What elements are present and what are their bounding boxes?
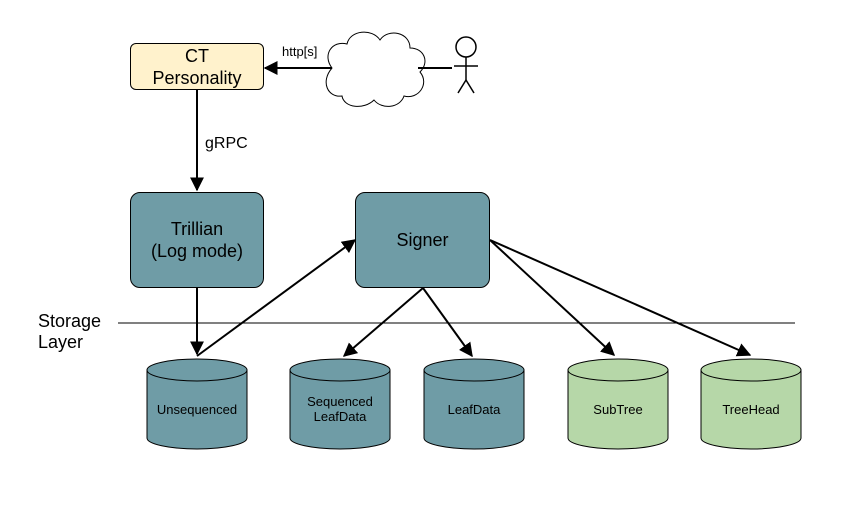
storage-item-line1: LeafData xyxy=(447,401,501,417)
signer-to-leafdata-arrow xyxy=(422,287,473,358)
storage-layer-line2: Layer xyxy=(38,332,84,352)
cloud-icon xyxy=(325,31,426,107)
storage-item-sequenced-leafdata: Sequenced LeafData xyxy=(290,384,390,434)
signer-to-subtree-arrow xyxy=(489,239,616,356)
storage-item-line2: LeafData xyxy=(313,409,367,424)
cylinder-leafdata xyxy=(423,358,525,450)
storage-item-leafdata: LeafData xyxy=(424,384,524,434)
signer-to-treehead-arrow xyxy=(489,239,752,357)
storage-layer-label: Storage Layer xyxy=(38,311,101,353)
signer-to-sequenced-arrow xyxy=(342,287,424,357)
storage-item-line1: TreeHead xyxy=(722,401,780,417)
storage-item-unsequenced: Unsequenced xyxy=(147,384,247,434)
storage-item-line1: Sequenced xyxy=(307,394,373,409)
unsequenced-to-signer-arrow xyxy=(196,239,357,357)
storage-layer-line1: Storage xyxy=(38,311,102,331)
cylinder-sequenced-leafdata xyxy=(289,358,391,450)
signer-label: Signer xyxy=(396,230,449,250)
cylinder-unsequenced xyxy=(146,358,248,450)
ct-personality-node: CT Personality xyxy=(130,43,264,90)
grpc-label: gRPC xyxy=(205,135,248,152)
http-label: http[s] xyxy=(282,44,318,59)
cylinder-treehead xyxy=(700,358,802,450)
trillian-node: Trillian (Log mode) xyxy=(130,192,264,288)
storage-item-subtree: SubTree xyxy=(568,384,668,434)
user-icon xyxy=(454,36,478,94)
signer-node: Signer xyxy=(355,192,490,288)
trillian-line2: (Log mode) xyxy=(150,241,244,261)
storage-item-treehead: TreeHead xyxy=(701,384,801,434)
ct-personality-line1: CT xyxy=(185,45,209,66)
ct-personality-line2: Personality xyxy=(152,67,242,88)
cylinder-subtree xyxy=(567,358,669,450)
trillian-line1: Trillian xyxy=(170,219,224,239)
storage-item-line1: SubTree xyxy=(593,401,643,417)
storage-item-line1: Unsequenced xyxy=(156,401,238,417)
